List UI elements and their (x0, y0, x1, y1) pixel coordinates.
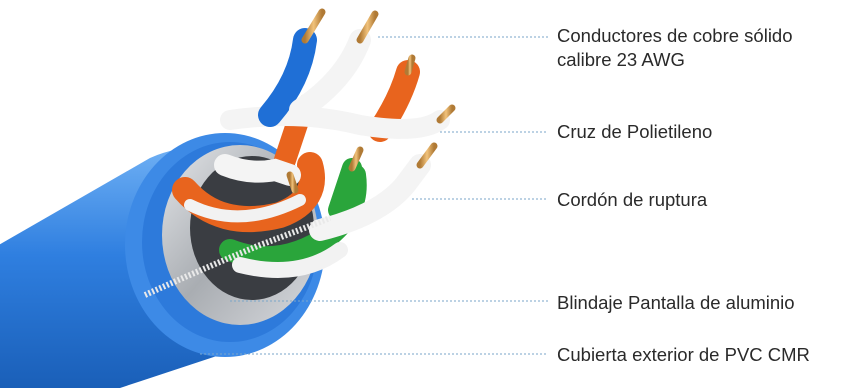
label-jacket-text: Cubierta exterior de PVC CMR (557, 343, 810, 367)
label-shield-text: Blindaje Pantalla de aluminio (557, 291, 795, 315)
label-ripcord-text: Cordón de ruptura (557, 188, 707, 212)
label-conductors: Conductores de cobre sólido calibre 23 A… (557, 24, 793, 72)
label-cross: Cruz de Polietileno (557, 120, 712, 144)
label-cross-text: Cruz de Polietileno (557, 120, 712, 144)
label-ripcord: Cordón de ruptura (557, 188, 707, 212)
label-conductors-line2: calibre 23 AWG (557, 48, 793, 72)
label-conductors-line1: Conductores de cobre sólido (557, 24, 793, 48)
label-jacket: Cubierta exterior de PVC CMR (557, 343, 810, 367)
label-shield: Blindaje Pantalla de aluminio (557, 291, 795, 315)
blue-pair (270, 12, 375, 115)
